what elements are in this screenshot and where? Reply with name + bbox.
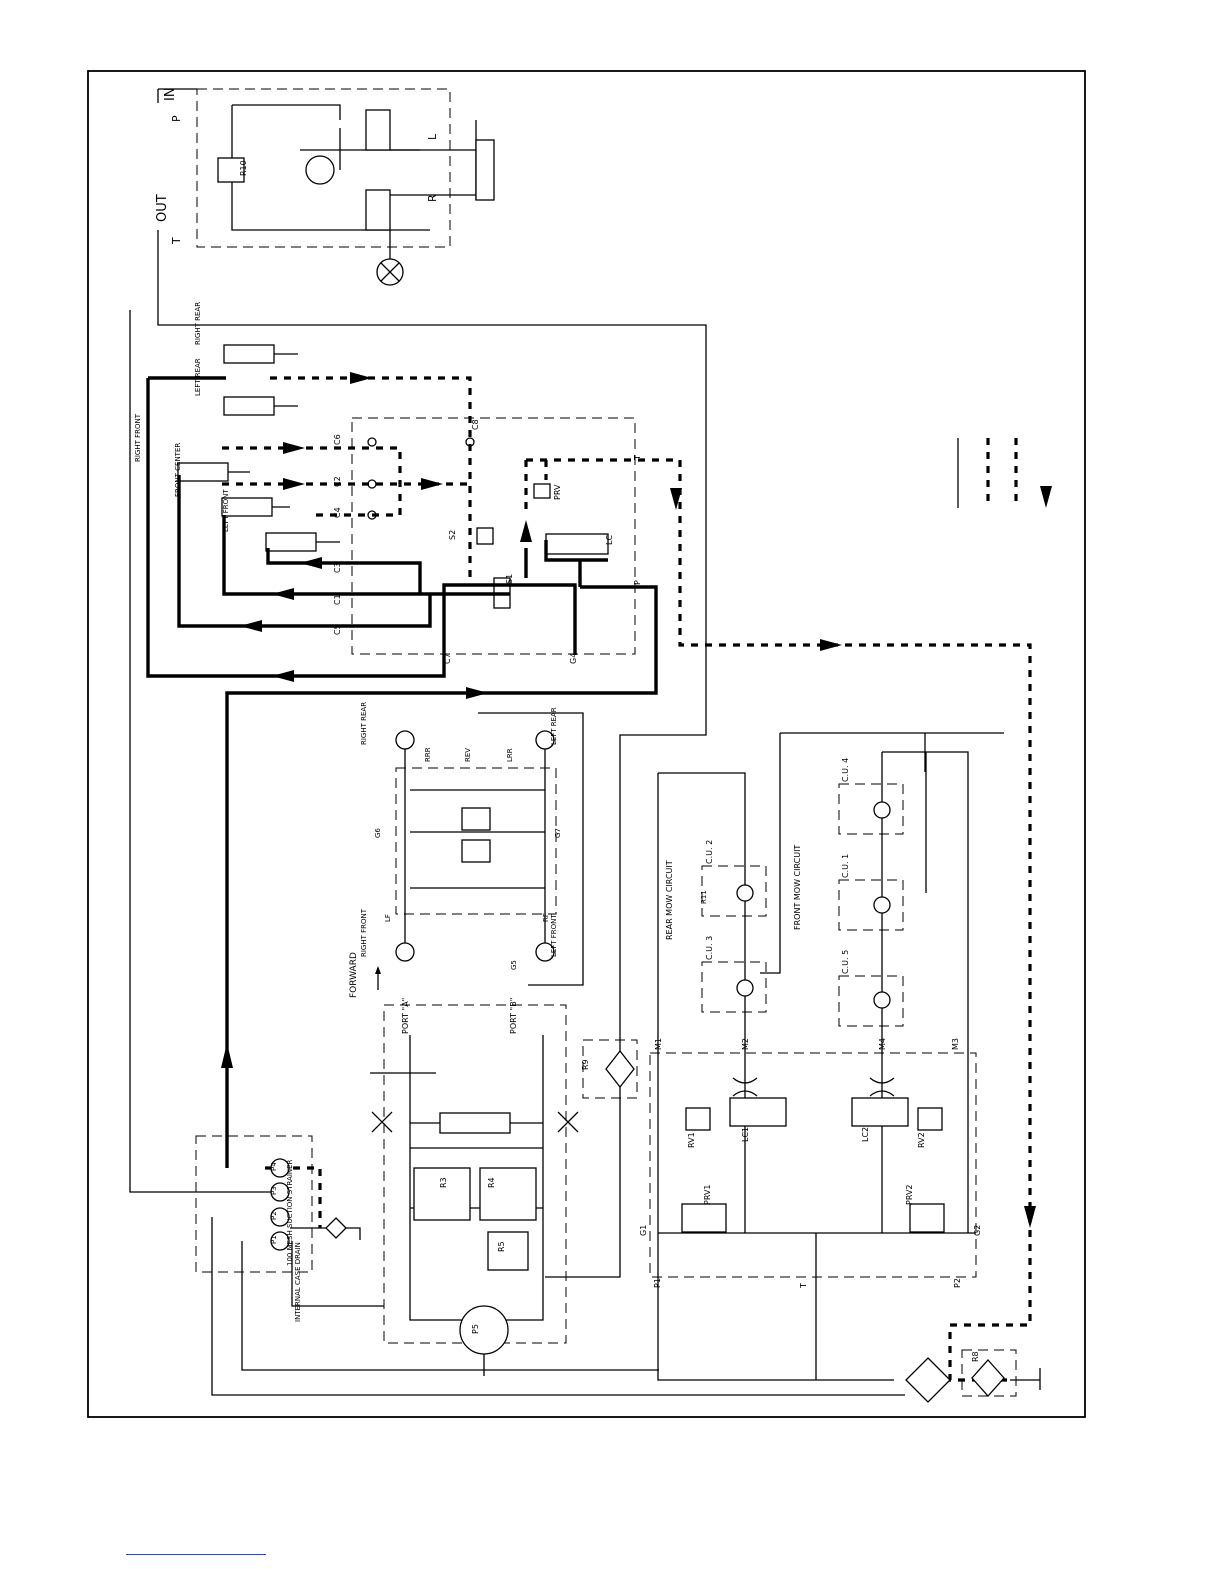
label-c1: C1 [333, 594, 342, 605]
lift-cylinders: RIGHT REAR LEFT REAR RIGHT FRONT FRONT C… [134, 302, 340, 552]
label-prv: PRV [553, 484, 562, 500]
diagram-frame [87, 70, 1086, 1418]
cutting-units: C.U. 2 C.U. 3 C.U. 4 C.U. 1 C.U. 5 R11 R… [665, 758, 904, 1027]
label-r5: R5 [497, 1241, 506, 1252]
label-manifold-t: T [633, 455, 642, 461]
label-p2: P2 [270, 1211, 278, 1220]
label-m3: M3 [951, 1038, 960, 1050]
label-cu4: C.U. 4 [841, 758, 850, 782]
label-strainer: 100 MESH SUCTION STRAINER [286, 1159, 294, 1266]
label-wheel-lf: LEFT FRONT [550, 914, 558, 957]
label-r3: R3 [439, 1177, 448, 1188]
label-r10: R10 [239, 160, 248, 176]
return-filter: R8 [905, 1349, 1041, 1403]
label-lc1: LC1 [741, 1127, 750, 1142]
label-mow-t: T [799, 1283, 808, 1289]
label-wheel-rr: RIGHT REAR [360, 702, 368, 745]
label-c2: C2 [333, 476, 342, 487]
label-cu2: C.U. 2 [705, 840, 714, 864]
label-s1: S1 [505, 574, 514, 584]
label-g1: G1 [639, 1225, 648, 1236]
label-front-mow: FRONT MOW CIRCUIT [793, 845, 802, 930]
label-wheel-lr: LEFT REAR [550, 707, 558, 745]
label-wheel-rf: RIGHT FRONT [360, 908, 368, 957]
label-p3: P3 [270, 1186, 278, 1195]
label-port-b: PORT "B" [509, 998, 518, 1034]
label-c3: C3 [333, 562, 342, 573]
label-lrr: LRR [506, 748, 514, 762]
label-c6: C6 [333, 434, 342, 445]
label-c5: C5 [333, 624, 342, 635]
label-m4: M4 [878, 1038, 887, 1050]
label-r8: R8 [971, 1351, 980, 1362]
label-rrr: RRR [424, 747, 432, 762]
label-port-a: PORT "A" [401, 998, 410, 1034]
footer-link-line[interactable] [126, 1554, 266, 1555]
label-lc2: LC2 [861, 1127, 870, 1142]
r9-filter: R9 [581, 1039, 638, 1099]
label-r: R [426, 194, 439, 202]
label-c7: C7 [443, 653, 452, 664]
label-case-drain: INTERNAL CASE DRAIN [294, 1242, 302, 1322]
label-l: L [426, 133, 439, 140]
flow-arrows [221, 372, 1036, 1228]
label-p5: P5 [471, 1324, 480, 1334]
label-rev: REV [464, 748, 472, 762]
label-r4: R4 [487, 1177, 496, 1188]
gear-pump-assembly: P4 P3 P2 P1 100 MESH SUCTION STRAINER IN… [129, 310, 905, 1396]
mow-circuit: M1 M2 M4 M3 RV1 LC1 LC2 RV2 PRV1 PRV2 G1… [639, 732, 1004, 1381]
label-c8: C8 [471, 419, 480, 430]
label-in: IN [163, 87, 178, 101]
label-lf: LF [384, 914, 392, 922]
label-p4: P4 [270, 1162, 278, 1171]
label-r9: R9 [581, 1059, 590, 1070]
label-mow-p1: P1 [653, 1278, 662, 1288]
label-g2: G2 [973, 1225, 982, 1236]
label-right-front: RIGHT FRONT [134, 413, 142, 462]
label-mow-p2: P2 [953, 1278, 962, 1288]
label-c4: C4 [333, 507, 342, 518]
label-prv1: PRV1 [703, 1184, 712, 1205]
wheel-motor-circuit: RRR REV LRR G6 G7 LF RF G5 RIGHT REAR LE… [349, 702, 584, 998]
label-cu1: C.U. 1 [841, 854, 850, 878]
label-p1: P1 [270, 1235, 278, 1244]
label-rear-mow: REAR MOW CIRCUIT [665, 860, 674, 940]
label-prv2: PRV2 [905, 1184, 914, 1205]
label-rv1: RV1 [687, 1132, 696, 1148]
label-cu5: C.U. 5 [841, 950, 850, 974]
line-legend [957, 438, 1052, 508]
label-right-rear: RIGHT REAR [194, 302, 202, 345]
label-t: T [170, 237, 183, 245]
return-lines [222, 376, 1032, 1382]
label-lc: LC [605, 535, 614, 545]
label-front-center: FRONT CENTER [174, 443, 182, 497]
label-rv2: RV2 [917, 1132, 926, 1148]
label-m1: M1 [654, 1038, 663, 1050]
label-m2: M2 [741, 1038, 750, 1050]
label-s2: S2 [448, 530, 457, 540]
label-out: OUT [155, 194, 170, 222]
label-p: P [170, 115, 183, 122]
label-forward: FORWARD [349, 952, 359, 998]
hydrostat-pump: PORT "A" PORT "B" R3 R4 R5 P5 [370, 998, 579, 1376]
label-g7: G7 [554, 828, 562, 838]
label-left-front: LEFT FRONT [222, 489, 230, 532]
label-g6: G6 [374, 828, 382, 838]
label-g4: G4 [569, 653, 578, 664]
lift-pressure-lines [146, 376, 658, 1168]
steering-valve-block: IN P OUT T L R R10 [155, 87, 707, 1278]
label-g5: G5 [510, 960, 518, 970]
label-r11: R11 [700, 890, 708, 904]
label-rf: RF [542, 913, 550, 922]
label-cu3: C.U. 3 [705, 936, 714, 960]
label-manifold-p: P [633, 580, 642, 585]
